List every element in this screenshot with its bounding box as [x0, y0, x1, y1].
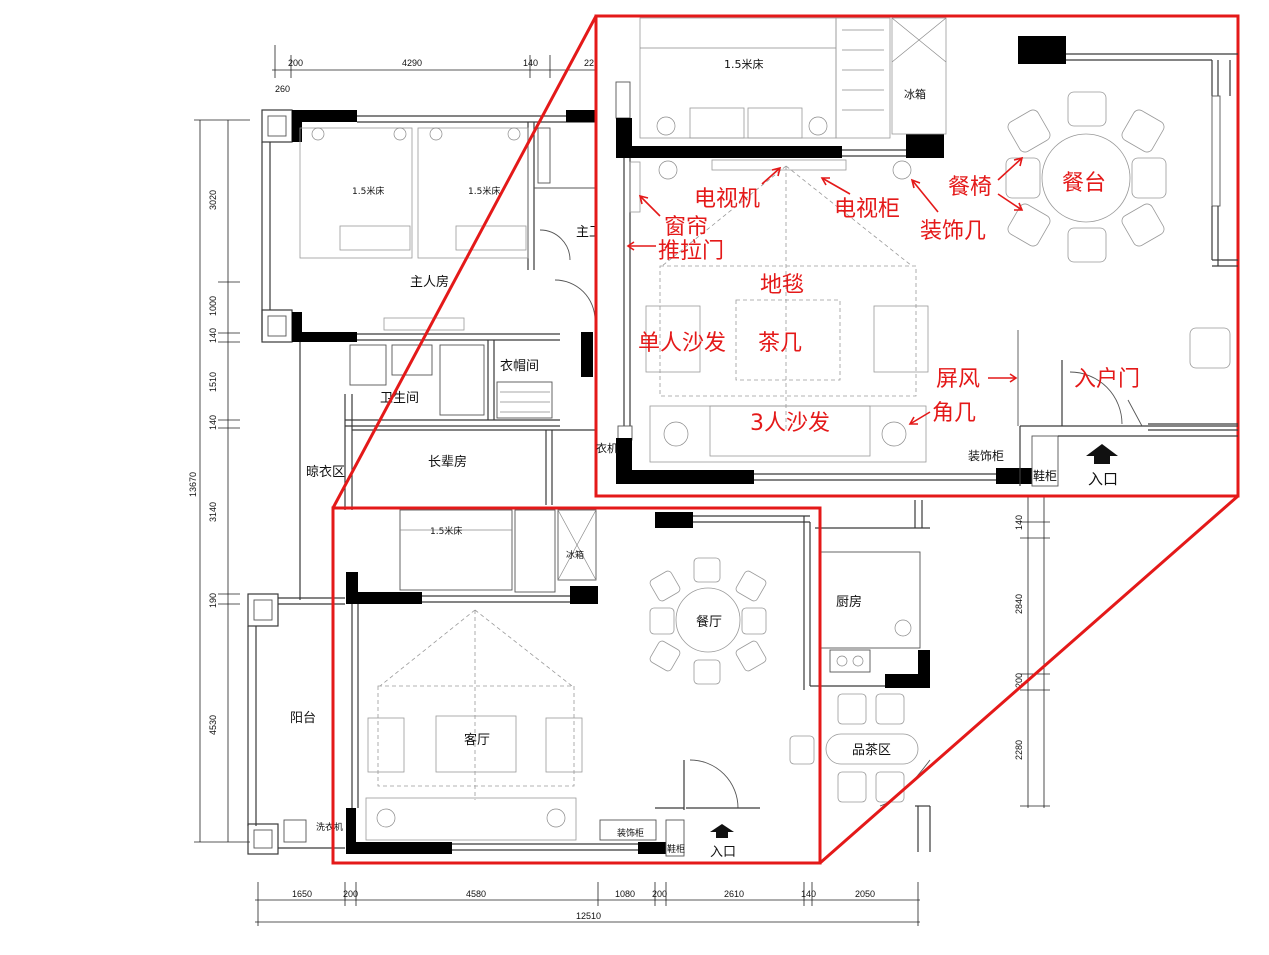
- dim-right-2: 200: [1014, 673, 1024, 688]
- label-shoe: 鞋柜: [667, 843, 685, 855]
- label-bed-3: 1.5米床: [430, 525, 462, 537]
- bottom-dimension-line: 1650 200 4580 1080 200 2610 140 2050 125…: [255, 882, 920, 926]
- annotation-dining-chair: 餐椅: [948, 175, 992, 200]
- dim-bottom-0: 1650: [292, 889, 312, 899]
- room-living: 客厅: [464, 732, 490, 748]
- annotation-coffee-table: 茶几: [758, 331, 802, 356]
- label-fridge: 冰箱: [566, 549, 584, 561]
- room-dining: 餐厅: [696, 614, 722, 630]
- room-master: 主人房: [410, 274, 449, 290]
- zoom-panel: [615, 17, 1238, 487]
- zoom-label-bed: 1.5米床: [724, 57, 764, 71]
- room-bath: 卫生间: [380, 391, 419, 406]
- dim-left-1: 1000: [208, 296, 218, 316]
- zoom-label-deco-cab: 装饰柜: [968, 449, 1004, 463]
- dim-bottom-7: 2050: [855, 889, 875, 899]
- top-dimension-line: 200 4290 140 22 260: [272, 45, 600, 94]
- zoom-label-entrance: 入口: [1088, 470, 1118, 488]
- dim-bottom-4: 200: [652, 889, 667, 899]
- right-dimension-line: 140 2840 200 2280: [1014, 497, 1050, 808]
- lower-plan: [346, 500, 931, 857]
- dim-left-6: 190: [208, 593, 218, 608]
- annotation-corner-table: 角几: [932, 401, 976, 426]
- zoom-label-washer: 衣机: [596, 441, 618, 455]
- dim-right-0: 140: [1014, 515, 1024, 530]
- annotation-deco-table: 装饰几: [920, 219, 986, 244]
- annotation-three-sofa: 3人沙发: [750, 411, 830, 436]
- red-annotations: 电视机 电视柜 窗帘 推拉门 装饰几 餐椅 餐台 地毯 单人沙发 茶几 屏风 入…: [626, 156, 1140, 436]
- dim-right-1: 2840: [1014, 594, 1024, 614]
- label-washer: 洗衣机: [316, 821, 343, 833]
- zoom-label-fridge: 冰箱: [904, 87, 926, 101]
- dim-left-4: 140: [208, 415, 218, 430]
- left-dimension-line: 3020 1000 140 1510 140 3140 190 4530 136…: [188, 119, 250, 843]
- annotation-rug: 地毯: [760, 273, 804, 298]
- room-drying: 晾衣区: [306, 464, 345, 480]
- room-elder: 长辈房: [428, 454, 467, 470]
- label-bed-2: 1.5米床: [468, 185, 500, 197]
- room-kitchen: 厨房: [836, 594, 862, 610]
- room-tea: 品茶区: [852, 742, 891, 758]
- master-beds: [299, 127, 529, 331]
- dim-bottom-6: 140: [801, 889, 816, 899]
- dim-top-1: 4290: [402, 58, 422, 68]
- dim-left-7: 4530: [208, 715, 218, 735]
- room-balcony: 阳台: [290, 711, 316, 726]
- annotation-curtain: 窗帘: [664, 215, 708, 240]
- annotation-dining-table: 餐台: [1062, 171, 1106, 196]
- main-walls: [247, 109, 600, 855]
- dim-bottom-2: 4580: [466, 889, 486, 899]
- dim-bottom-1: 200: [343, 889, 358, 899]
- dim-bottom-total: 12510: [576, 911, 601, 921]
- dim-left-0: 3020: [208, 190, 218, 210]
- dim-left-2: 140: [208, 328, 218, 343]
- zoom-callout: [331, 14, 1240, 865]
- dim-top-2: 140: [523, 58, 538, 68]
- annotation-tv-cabinet: 电视柜: [834, 197, 900, 222]
- annotation-tv: 电视机: [694, 187, 760, 212]
- dim-left-total: 13670: [188, 472, 198, 497]
- annotation-screen: 屏风: [936, 367, 980, 392]
- room-wardrobe: 衣帽间: [500, 358, 539, 374]
- annotation-entry-door: 入户门: [1074, 367, 1140, 392]
- dim-left-5: 3140: [208, 502, 218, 522]
- annotation-sliding-door: 推拉门: [658, 239, 724, 264]
- dim-top-3: 22: [584, 58, 594, 68]
- dim-bottom-3: 1080: [615, 889, 635, 899]
- dim-bottom-5: 2610: [724, 889, 744, 899]
- label-bed-1: 1.5米床: [352, 185, 384, 197]
- dim-top-0: 200: [288, 58, 303, 68]
- annotation-single-sofa: 单人沙发: [638, 331, 726, 356]
- dim-left-3: 1510: [208, 372, 218, 392]
- label-deco-cab: 装饰柜: [617, 827, 644, 839]
- zoom-label-shoe: 鞋柜: [1033, 468, 1057, 483]
- label-entrance: 入口: [710, 845, 736, 860]
- dim-top-sub: 260: [275, 84, 290, 94]
- dim-right-3: 2280: [1014, 740, 1024, 760]
